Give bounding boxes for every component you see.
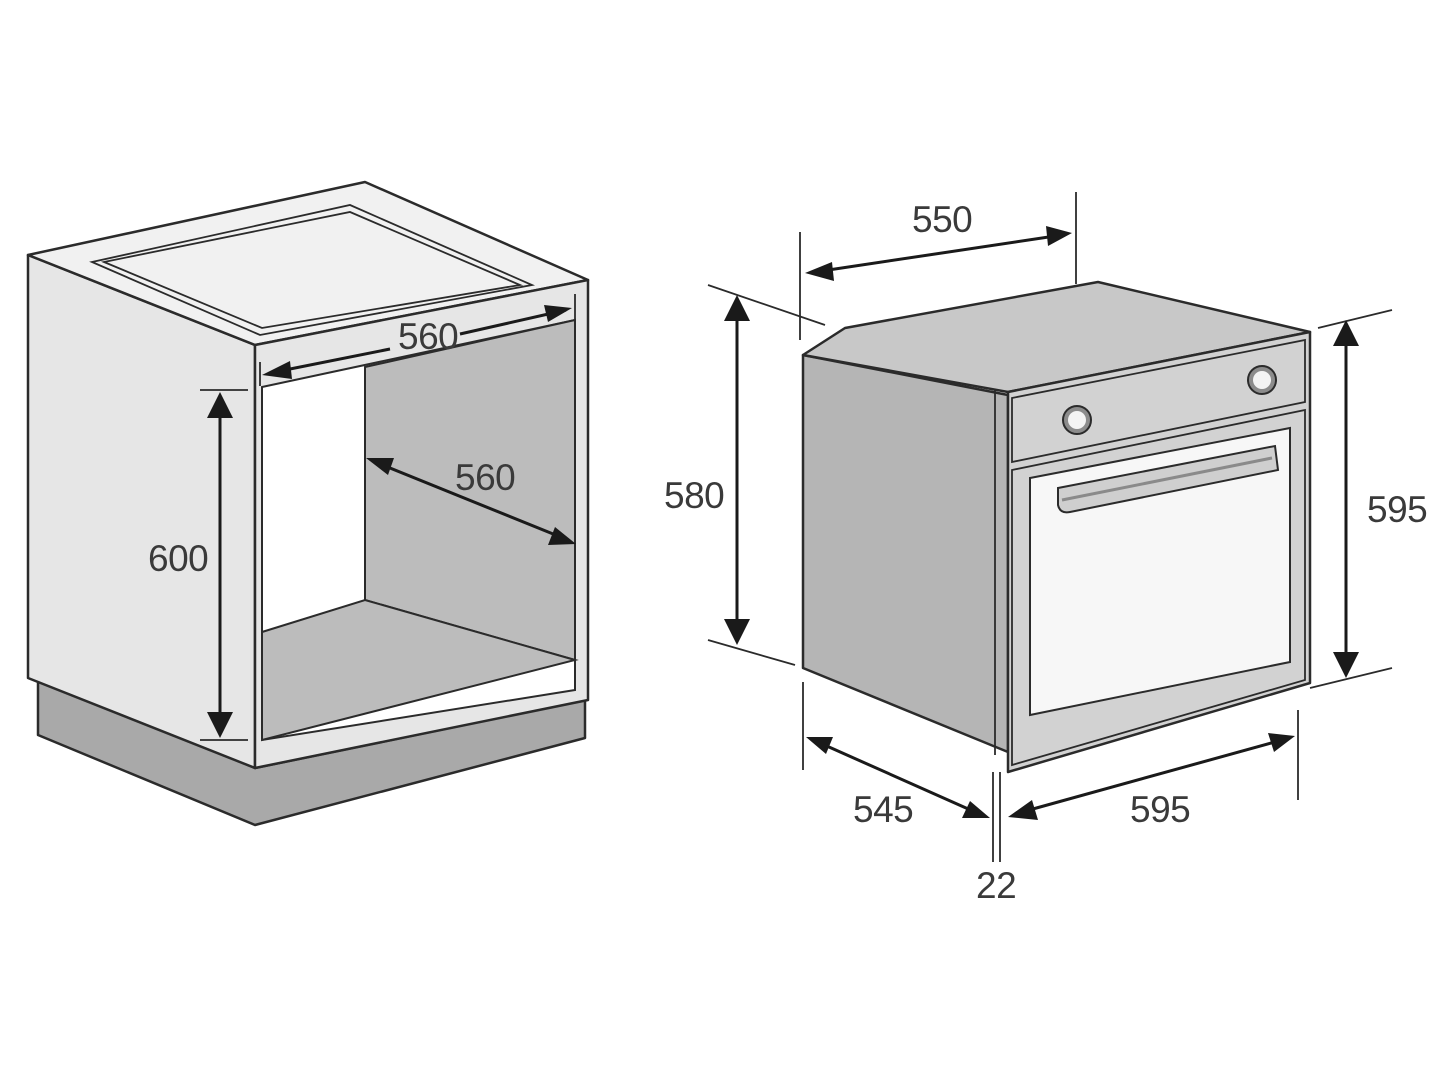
dim-cabinet-width: 560 xyxy=(259,294,576,386)
door-handle-icon xyxy=(1057,444,1280,514)
dim-oven-body-depth: 545 xyxy=(802,682,1001,862)
dim-oven-depth: 550 xyxy=(799,192,1077,340)
oven-side-body xyxy=(801,353,1010,754)
cabinet xyxy=(26,180,590,827)
oven-front-height-label: 595 xyxy=(1367,489,1427,530)
cabinet-height-label: 600 xyxy=(148,538,208,579)
dim-oven-front-width: 595 xyxy=(1008,710,1299,830)
oven-depth-label: 550 xyxy=(912,199,972,240)
knob-left-icon xyxy=(1062,405,1092,435)
dim-oven-front-thickness: 22 xyxy=(976,865,1017,906)
cabinet-top-recess xyxy=(89,204,536,336)
cabinet-top-recess-inner xyxy=(100,211,524,329)
dim-cabinet-height: 600 xyxy=(148,389,248,741)
dim-oven-body-height: 580 xyxy=(664,284,826,666)
dim-oven-front-height: 595 xyxy=(1309,309,1428,689)
oven-body-height-label: 580 xyxy=(664,475,724,516)
cabinet-inner-floor xyxy=(261,598,579,742)
oven xyxy=(801,280,1312,774)
dim-cabinet-depth: 560 xyxy=(366,457,576,545)
oven-control-strip xyxy=(1011,338,1306,464)
oven-top xyxy=(801,280,1312,394)
cabinet-depth-label: 560 xyxy=(455,457,515,498)
oven-body-depth-label: 545 xyxy=(853,789,913,830)
oven-front-width-label: 595 xyxy=(1130,789,1190,830)
knob-right-icon xyxy=(1247,365,1277,395)
cabinet-width-label: 560 xyxy=(398,316,458,357)
oven-door xyxy=(1011,408,1306,767)
oven-front-thickness-label: 22 xyxy=(976,865,1016,906)
